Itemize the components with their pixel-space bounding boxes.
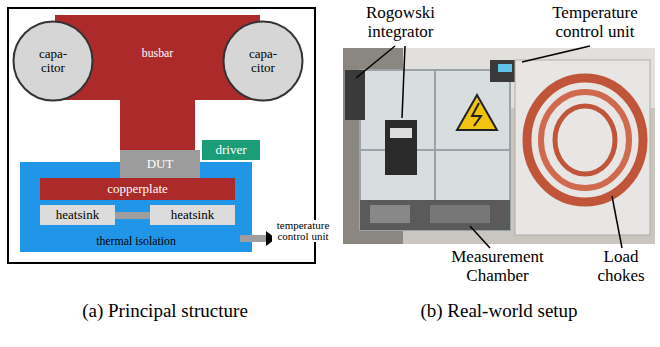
copperplate: copperplate <box>40 178 235 200</box>
callout-label: Temperature control unit <box>532 4 658 41</box>
node-label: DUT <box>147 157 174 171</box>
subfigure-caption: (a) Principal structure <box>10 300 320 323</box>
heatsink: heatsink <box>150 205 235 225</box>
callout-label: Measurement Chamber <box>435 248 560 285</box>
capacitor: capa- citor <box>222 20 304 102</box>
node-label: copperplate <box>107 182 168 196</box>
subfigure-caption: (b) Real-world setup <box>343 300 655 323</box>
driver-box: driver <box>202 140 260 160</box>
callout-label: Load chokes <box>585 248 657 285</box>
leader-lines <box>356 46 622 248</box>
capacitor: capa- citor <box>12 20 94 102</box>
node-label: heatsink <box>171 208 214 222</box>
node-label: capa- citor <box>242 47 284 74</box>
housing-outline <box>8 8 315 263</box>
node-label: driver <box>215 143 246 157</box>
setup-photo <box>343 48 655 244</box>
heatsink: heatsink <box>40 205 115 225</box>
node-label: heatsink <box>56 208 99 222</box>
callout-label: temperature control unit <box>272 220 334 242</box>
callout-label: Rogowski integrator <box>343 4 458 41</box>
node-label: thermal isolation <box>20 235 252 247</box>
dut-box: DUT <box>120 150 200 178</box>
node-label: capa- citor <box>32 47 74 74</box>
